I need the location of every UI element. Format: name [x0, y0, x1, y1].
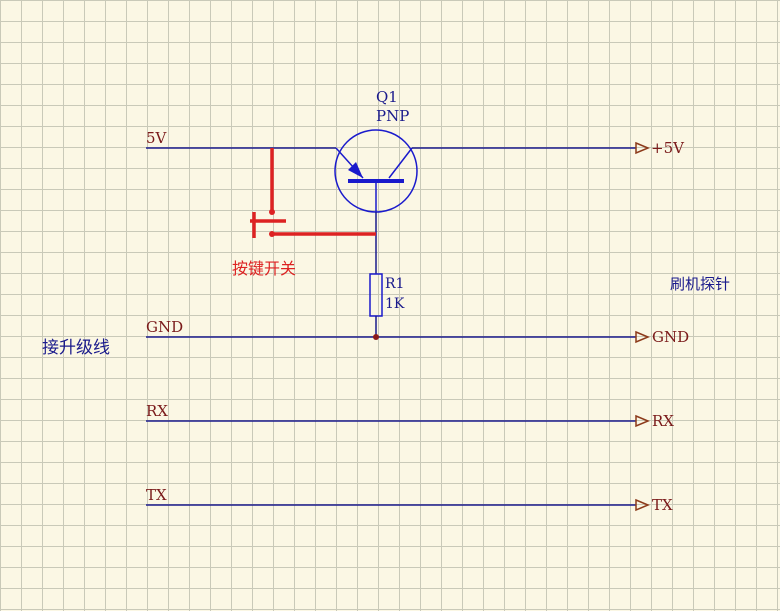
port-tx[interactable]: TX — [635, 496, 673, 514]
push-button-switch[interactable] — [250, 148, 376, 238]
transistor-emitter-arrow — [348, 162, 363, 178]
port-rx-label: RX — [652, 412, 674, 430]
port-5v[interactable]: +5V — [635, 139, 685, 157]
transistor-type: PNP — [376, 107, 409, 125]
net-label-rx: RX — [146, 402, 168, 420]
transistor-collector — [388, 147, 413, 179]
resistor-designator: R1 — [385, 276, 404, 292]
net-label-gnd: GND — [146, 318, 183, 336]
annotation-left: 接升级线 — [42, 338, 110, 358]
switch-contact-top — [269, 209, 275, 215]
port-5v-label: +5V — [651, 139, 685, 157]
port-gnd-arrow — [635, 330, 650, 344]
net-label-5v: 5V — [146, 129, 168, 147]
port-gnd[interactable]: GND — [635, 328, 689, 346]
transistor-q1[interactable] — [334, 129, 418, 213]
port-tx-arrow — [635, 498, 650, 512]
resistor-value: 1K — [385, 296, 405, 312]
port-gnd-label: GND — [652, 328, 689, 346]
resistor-r1[interactable] — [369, 273, 383, 337]
net-label-tx: TX — [146, 486, 167, 504]
port-rx-arrow — [635, 414, 650, 428]
port-5v-arrow — [635, 141, 650, 155]
switch-label: 按键开关 — [232, 259, 296, 278]
annotation-right: 刷机探针 — [670, 275, 730, 293]
transistor-designator: Q1 — [376, 88, 398, 106]
port-rx[interactable]: RX — [635, 412, 674, 430]
port-tx-label: TX — [652, 496, 673, 514]
junction-gnd — [373, 334, 379, 340]
